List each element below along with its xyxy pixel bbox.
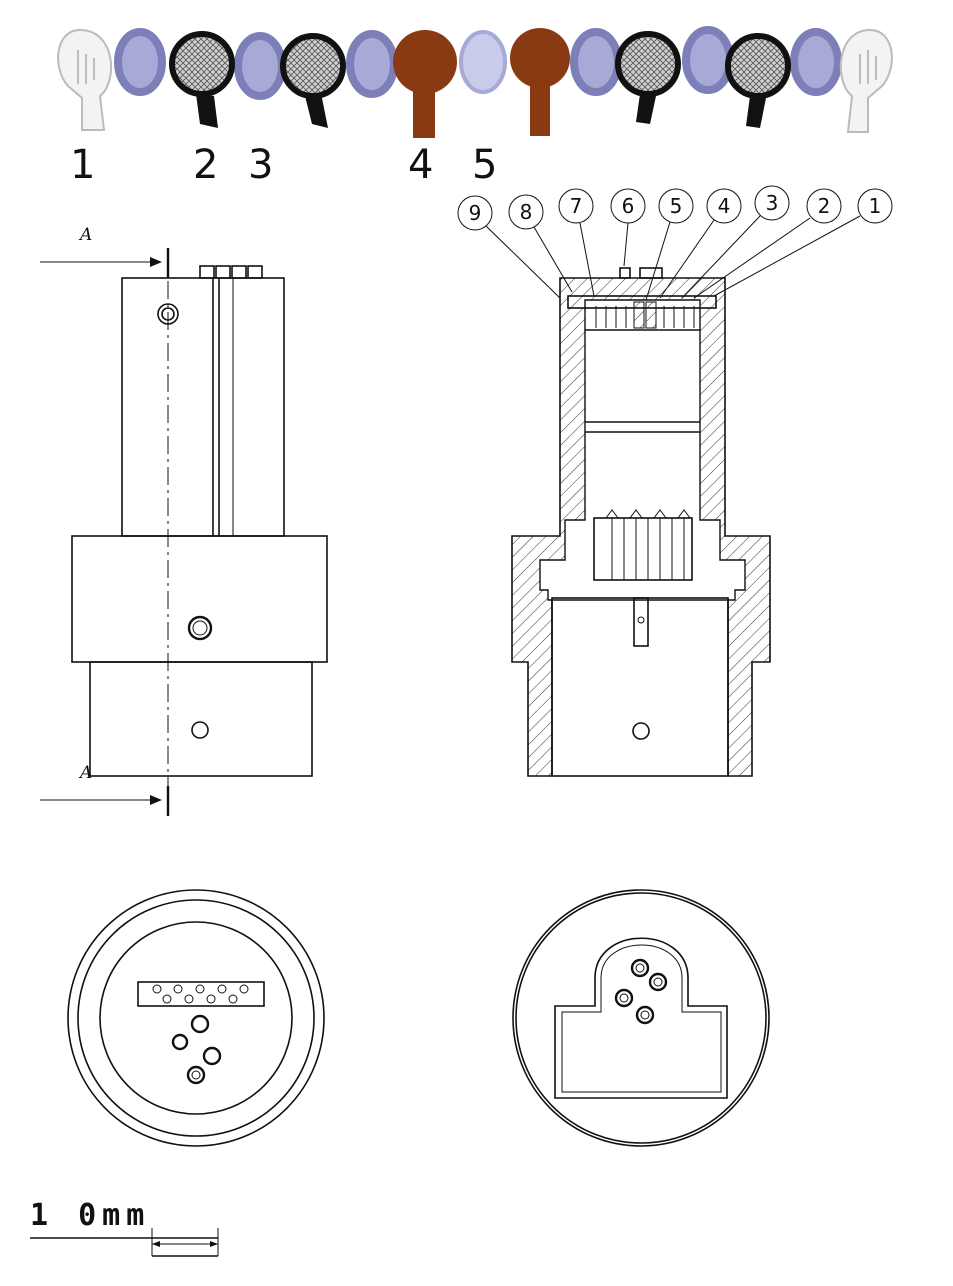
end-view-socket (512, 889, 770, 1147)
callout-8: 8 (508, 194, 573, 293)
solid-electrode-2 (510, 28, 570, 136)
callout-6-text: 6 (622, 194, 635, 218)
callout-7: 7 (558, 188, 595, 297)
callout-1: 1 (713, 188, 893, 297)
spacer-ring-4 (459, 30, 507, 94)
spacer-ring-6 (682, 26, 734, 94)
spacer-ring-5 (570, 28, 622, 96)
callout-3-text: 3 (766, 191, 779, 215)
callout-4-text: 4 (718, 194, 731, 218)
section-label-top: A (78, 225, 92, 245)
assembly-label-2: 2 (193, 142, 218, 188)
spacer-ring-7 (790, 28, 842, 96)
section-view: 9 8 7 6 5 4 3 (457, 185, 893, 777)
end-view-pins (67, 889, 325, 1147)
callout-9: 9 (457, 195, 561, 299)
assembly-label-4: 4 (408, 142, 433, 188)
spacer-ring-3 (346, 30, 398, 98)
end-cap-right (839, 28, 893, 133)
mesh-electrode-2 (280, 33, 346, 128)
assembly-label-3: 3 (248, 142, 273, 188)
scale-bar: 1 0mm (30, 1198, 219, 1257)
callout-7-text: 7 (570, 194, 583, 218)
mesh-electrode-3 (615, 31, 681, 124)
exploded-assembly: 1 2 3 4 5 (57, 26, 893, 188)
callout-6: 6 (610, 188, 646, 267)
callout-4: 4 (659, 188, 742, 299)
callout-2: 2 (693, 188, 842, 299)
mesh-electrode-1 (169, 31, 235, 128)
callout-3: 3 (681, 185, 790, 299)
solid-electrode-1 (393, 30, 457, 138)
assembly-label-5: 5 (472, 142, 497, 188)
callout-1-text: 1 (869, 194, 882, 218)
section-label-bottom: A (78, 763, 92, 783)
assembly-label-1: 1 (70, 142, 95, 188)
spacer-ring-1 (114, 28, 166, 96)
spacer-ring-2 (234, 32, 286, 100)
end-cap-left (57, 28, 113, 131)
callout-8-text: 8 (520, 200, 533, 224)
scale-bar-label: 1 0mm (30, 1198, 150, 1233)
callout-5-text: 5 (670, 194, 683, 218)
side-view: A A (40, 225, 328, 816)
callout-9-text: 9 (469, 201, 482, 225)
callout-5: 5 (645, 188, 694, 301)
callout-2-text: 2 (818, 194, 831, 218)
mesh-electrode-4 (725, 33, 791, 128)
